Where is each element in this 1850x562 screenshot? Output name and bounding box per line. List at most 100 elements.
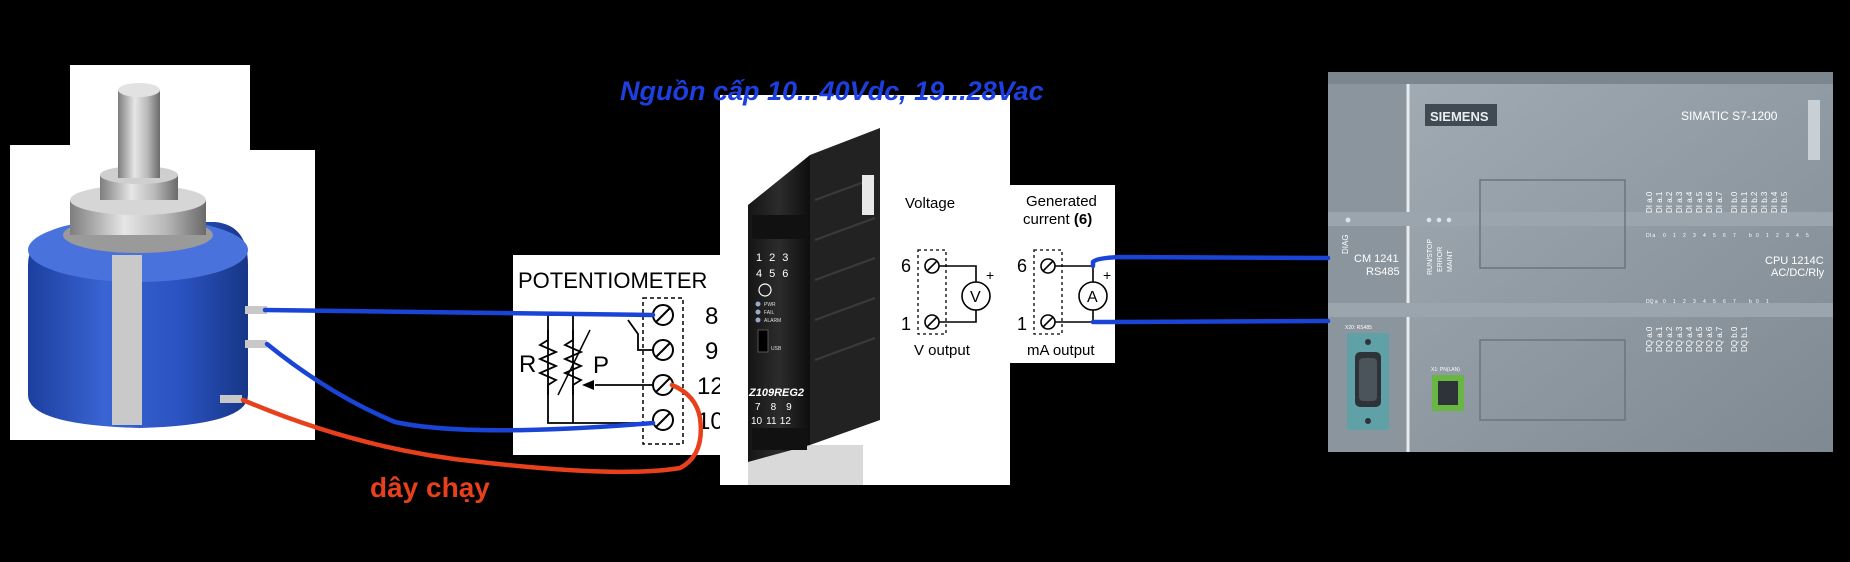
svg-text:X20: RS485: X20: RS485 (1345, 325, 1372, 331)
wire-blue-bottom (264, 341, 656, 433)
do-number: 1 (1766, 299, 1769, 305)
terminal-9: 9 (705, 338, 718, 365)
ma-terminal-1: 1 (1017, 314, 1027, 334)
di-label: DI a.4 (1685, 191, 1694, 213)
ma-terminal-6: 6 (1017, 256, 1027, 276)
do-number: 6 (1723, 299, 1726, 305)
di-number: 2 (1776, 233, 1779, 239)
di-number: 5 (1713, 233, 1716, 239)
do-label: DQ a.7 (1715, 326, 1724, 352)
svg-text:FAIL: FAIL (764, 310, 775, 316)
do-label: DQ a.2 (1665, 326, 1674, 352)
do-label: DQ a.5 (1695, 326, 1704, 352)
di-number: 1 (1766, 233, 1769, 239)
di-number: 6 (1723, 233, 1726, 239)
di-label: DI a.2 (1665, 191, 1674, 213)
di-number: 2 (1683, 233, 1686, 239)
cm-label-2: RS485 (1366, 266, 1400, 278)
output-schematic: Voltage Generated current (6) 6 1 6 1 V … (893, 185, 1115, 363)
svg-text:+: + (986, 267, 994, 283)
svg-text:A: A (1087, 289, 1098, 306)
do-number: 3 (1693, 299, 1696, 305)
do-number: b (1749, 299, 1752, 305)
di-label: DI b.2 (1750, 191, 1759, 213)
di-label: DI a.5 (1695, 191, 1704, 213)
di-number: 3 (1693, 233, 1696, 239)
di-number: b (1749, 233, 1752, 239)
plc-model: SIMATIC S7-1200 (1681, 109, 1778, 123)
ammeter-icon (1078, 281, 1108, 311)
potentiometer-title: POTENTIOMETER (518, 268, 707, 293)
svg-text:X1: PN(LAN): X1: PN(LAN) (1431, 367, 1460, 373)
current-title-line1: Generated (1026, 193, 1097, 210)
di-number: DI a (1646, 233, 1655, 239)
ma-output-label: mA output (1027, 342, 1095, 359)
do-number: 1 (1673, 299, 1676, 305)
do-label: DQ a.0 (1645, 326, 1654, 352)
resistor-r-label: R (519, 351, 536, 378)
di-number: 1 (1673, 233, 1676, 239)
plc-siemens: SIEMENS SIMATIC S7-1200 DIAG CM 1241 RS4… (1328, 72, 1833, 452)
terminal-8: 8 (705, 303, 718, 330)
svg-text:MAINT: MAINT (1447, 250, 1454, 273)
do-number: 5 (1713, 299, 1716, 305)
brand-logo-icon (758, 283, 772, 297)
di-label: DI a.1 (1655, 191, 1664, 213)
wire-blue-plc-top (1090, 254, 1331, 269)
di-label: DI b.3 (1760, 191, 1769, 213)
voltmeter-icon (961, 281, 991, 311)
di-label: DI b.5 (1780, 191, 1789, 213)
potentiometer-schematic: POTENTIOMETER 8 9 12 10 R P (513, 255, 758, 455)
di-number: 0 (1663, 233, 1666, 239)
power-supply-title: Nguồn cấp 10...40Vdc, 19...28Vac (620, 76, 1044, 106)
svg-text:RUN/STOP: RUN/STOP (1427, 239, 1434, 275)
svg-text:+: + (1103, 267, 1111, 283)
di-number: 0 (1756, 233, 1759, 239)
svg-text:ALARM: ALARM (764, 318, 781, 324)
usb-port (757, 329, 769, 353)
svg-text:DIAG: DIAG (1341, 234, 1350, 254)
do-number: 0 (1756, 299, 1759, 305)
siemens-logo: SIEMENS (1430, 109, 1489, 124)
di-number: 4 (1703, 233, 1706, 239)
v-terminal-1: 1 (901, 314, 911, 334)
do-label: DQ a.3 (1675, 326, 1684, 352)
di-number: 3 (1786, 233, 1789, 239)
di-label: DI a.7 (1715, 191, 1724, 213)
di-number: 7 (1733, 233, 1736, 239)
wire-blue-plc-bottom (1090, 318, 1331, 325)
do-number: 4 (1703, 299, 1706, 305)
svg-text:V: V (970, 289, 981, 306)
wires (240, 254, 1331, 475)
di-label: DI a.6 (1705, 191, 1714, 213)
current-title-line2: current (6) (1023, 211, 1092, 228)
do-label: DQ a.4 (1685, 326, 1694, 352)
voltage-title: Voltage (905, 195, 955, 212)
wire-blue-top (262, 307, 656, 318)
di-label: DI a.0 (1645, 191, 1654, 213)
do-number: 7 (1733, 299, 1736, 305)
di-number: 5 (1806, 233, 1809, 239)
v-output-label: V output (914, 342, 971, 359)
cm-label-1: CM 1241 (1354, 253, 1399, 265)
svg-text:PWR: PWR (764, 302, 776, 308)
do-number: 2 (1683, 299, 1686, 305)
do-label: DQ b.1 (1740, 326, 1749, 352)
wiper-label: dây chạy (370, 472, 490, 503)
di-number: 4 (1796, 233, 1799, 239)
v-terminal-6: 6 (901, 256, 911, 276)
resistor-p-label: P (593, 352, 609, 379)
do-label: DQ a.1 (1655, 326, 1664, 352)
svg-text:ERROR: ERROR (1437, 247, 1444, 272)
wire-red-wiper (240, 382, 704, 475)
potentiometer-photo (10, 65, 315, 440)
